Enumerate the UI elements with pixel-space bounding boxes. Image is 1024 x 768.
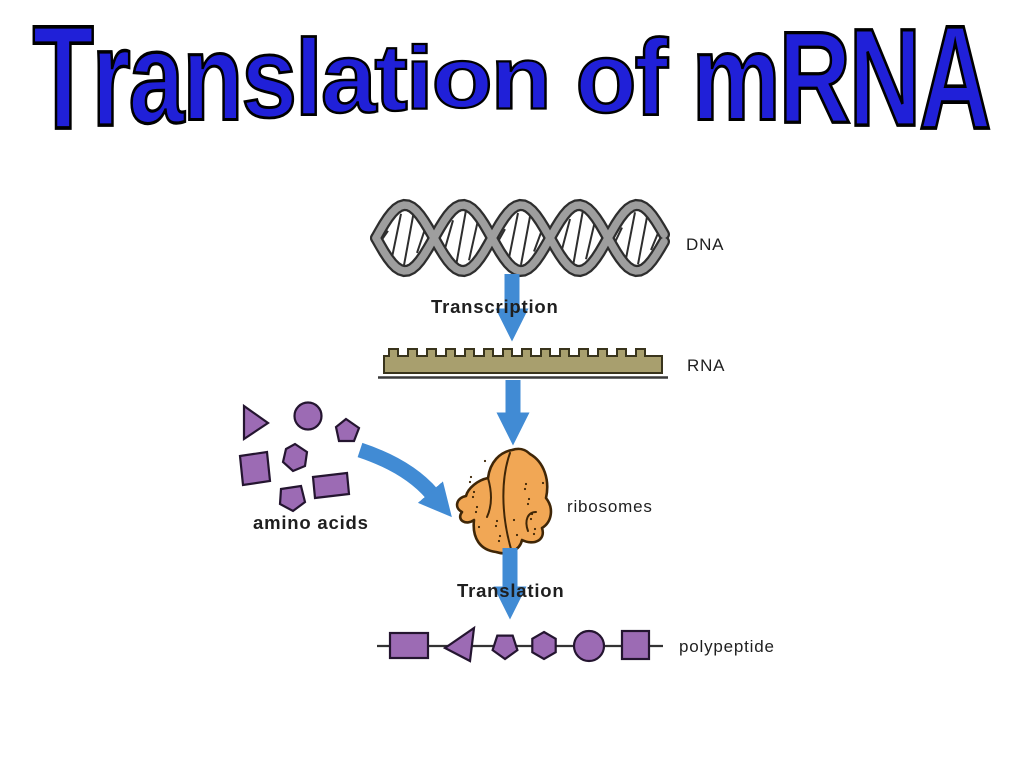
ribosome-stipple — [468, 459, 548, 543]
title-letter: m — [691, 9, 782, 147]
polypeptide-residues — [388, 625, 651, 663]
transcription-label: Transcription — [431, 296, 559, 317]
dna-label: DNA — [686, 235, 725, 254]
ribosome-illustration — [455, 447, 553, 555]
title-letter: i — [405, 28, 435, 128]
title-letter: o — [574, 21, 638, 135]
amino-acid-pentagon-small — [278, 484, 307, 513]
amino-acid-square — [238, 450, 272, 487]
title-letter: r — [91, 0, 132, 156]
title-letter: n — [181, 9, 245, 147]
residue-hexagon — [531, 630, 557, 661]
title-letter: N — [848, 0, 923, 156]
rna-strand-illustration — [378, 348, 668, 379]
amino-acid-circle — [293, 401, 323, 431]
title-letter: T — [31, 0, 95, 161]
amino-acid-rectangle — [311, 471, 351, 500]
amino-acid-pentagon — [334, 417, 361, 443]
ribosomes-label: ribosomes — [567, 497, 653, 516]
amino-acids-group — [238, 401, 361, 513]
title-letter: n — [489, 28, 553, 128]
amino-acids-to-ribosome-arrow — [357, 442, 452, 518]
title-letter: A — [918, 0, 993, 161]
rna-label: RNA — [687, 356, 726, 375]
ribosome-folds — [486, 452, 537, 550]
polypeptide-label: polypeptide — [679, 637, 775, 656]
title-letter: a — [127, 5, 185, 151]
title-letter: l — [294, 17, 324, 139]
title-letter: o — [430, 30, 494, 126]
title-letter: R — [777, 5, 852, 151]
dna-helix-illustration — [370, 198, 670, 278]
translation-label: Translation — [457, 580, 565, 601]
residue-pentagon — [491, 634, 519, 661]
amino-acid-hexagon — [281, 442, 309, 473]
title-letter: f — [633, 17, 669, 139]
amino-acids-label: amino acids — [253, 512, 369, 533]
residue-rectangle — [388, 631, 430, 660]
amino-acid-triangle — [242, 403, 270, 442]
residue-square — [620, 629, 651, 661]
polypeptide-chain — [377, 625, 663, 663]
residue-triangle — [442, 625, 476, 663]
title-letter: t — [373, 25, 409, 131]
residue-circle — [572, 629, 606, 663]
title-letter: s — [240, 13, 298, 143]
title-letter: a — [320, 21, 378, 135]
